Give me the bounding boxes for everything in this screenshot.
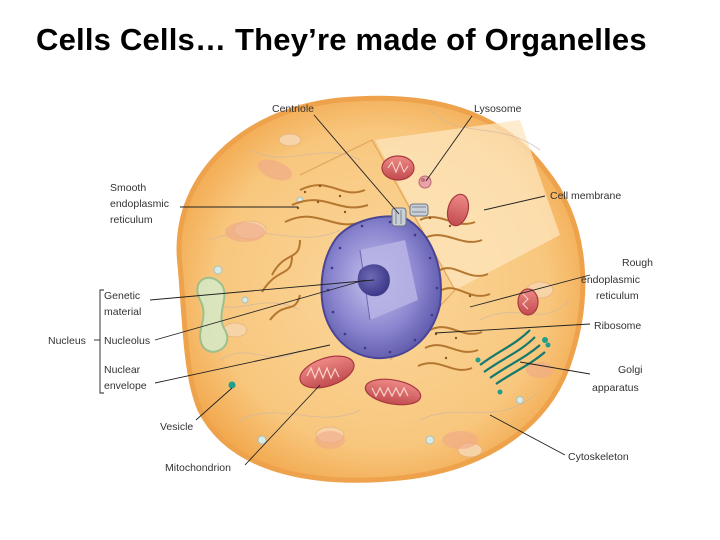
- label-smooth-er-1: Smooth: [110, 182, 146, 194]
- label-ribosome: Ribosome: [594, 320, 641, 332]
- mitochondria: [299, 155, 539, 406]
- mitochondrion-2: [364, 378, 422, 406]
- mitochondrion-4: [381, 155, 415, 181]
- slide-title: Cells Cells… They’re made of Organelles: [36, 22, 647, 57]
- label-golgi-2: apparatus: [592, 382, 639, 394]
- ribosome-dots: [296, 184, 472, 360]
- label-golgi-1: Golgi: [618, 364, 643, 376]
- lysosome-shape: [418, 175, 432, 189]
- rough-er-shape: [261, 184, 491, 371]
- smooth-er-shape: [196, 276, 229, 353]
- label-cytoskeleton: Cytoskeleton: [568, 451, 629, 463]
- label-vesicle: Vesicle: [160, 421, 193, 433]
- label-cell-membrane: Cell membrane: [550, 190, 621, 202]
- leader-lines: [94, 114, 591, 466]
- label-nuclear-envelope-1: Nuclear: [104, 364, 141, 376]
- vesicles: [213, 196, 548, 445]
- label-rough-er-3: reticulum: [596, 290, 639, 302]
- label-nuclear-envelope-2: envelope: [104, 380, 147, 392]
- label-nucleus: Nucleus: [48, 335, 86, 347]
- label-nucleolus: Nucleolus: [104, 335, 150, 347]
- diagram-labels: Centriole Lysosome Smooth endoplasmic re…: [48, 103, 653, 474]
- centriole-shape: [391, 203, 429, 227]
- mitochondrion-5: [446, 193, 470, 227]
- label-genetic-material-1: Genetic: [104, 290, 140, 302]
- label-smooth-er-3: reticulum: [110, 214, 153, 226]
- mitochondrion-3: [517, 288, 539, 316]
- background-mitochondria: [225, 159, 554, 449]
- label-genetic-material-2: material: [104, 306, 141, 318]
- golgi-shape: [475, 329, 551, 395]
- label-rough-er-1: Rough: [622, 257, 653, 269]
- label-mitochondrion: Mitochondrion: [165, 462, 231, 474]
- label-lysosome: Lysosome: [474, 103, 522, 115]
- label-rough-er-2: endoplasmic: [581, 274, 640, 286]
- mitochondrion-1: [299, 355, 355, 389]
- label-centriole: Centriole: [272, 103, 314, 115]
- label-smooth-er-2: endoplasmic: [110, 198, 169, 210]
